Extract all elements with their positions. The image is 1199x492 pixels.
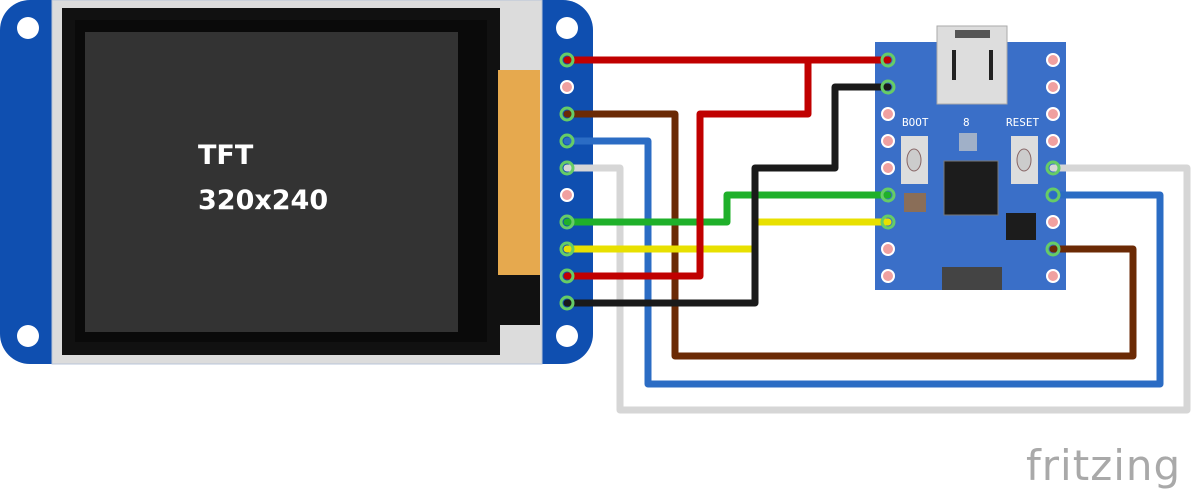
pin[interactable] — [559, 160, 575, 176]
wire-blue[interactable] — [563, 137, 1164, 388]
mounting-hole — [17, 17, 39, 39]
pin[interactable] — [559, 295, 575, 311]
wire-black[interactable] — [563, 83, 892, 307]
tft-flex-cable — [498, 70, 540, 275]
pin[interactable] — [1046, 215, 1060, 229]
pin[interactable] — [559, 268, 575, 284]
pin[interactable] — [560, 188, 574, 202]
tft-resolution-label: 320x240 — [198, 185, 328, 216]
pin[interactable] — [880, 187, 896, 203]
wire-brown[interactable] — [563, 110, 1137, 360]
pin[interactable] — [1045, 241, 1061, 257]
board-pins — [880, 52, 1061, 283]
tft-header-pins — [559, 52, 575, 311]
mounting-hole — [556, 325, 578, 347]
usb-c-connector — [936, 25, 1008, 105]
wire-red-branch[interactable] — [563, 56, 812, 280]
pin[interactable] — [560, 80, 574, 94]
pin[interactable] — [881, 269, 895, 283]
tft-screen — [85, 32, 458, 332]
pin[interactable] — [881, 107, 895, 121]
mounting-hole — [556, 17, 578, 39]
pin[interactable] — [559, 214, 575, 230]
wire-grey[interactable] — [563, 164, 1191, 414]
pin[interactable] — [880, 214, 896, 230]
mcu-chip — [943, 160, 999, 216]
esp32-c3-board: BOOT 8 RESET — [875, 25, 1066, 290]
wire-green[interactable] — [563, 191, 892, 226]
tft-flex-connector — [498, 275, 540, 325]
pin[interactable] — [1046, 80, 1060, 94]
pin[interactable] — [1045, 160, 1061, 176]
led-label: 8 — [963, 116, 970, 129]
pin[interactable] — [1046, 53, 1060, 67]
reset-label: RESET — [1006, 116, 1039, 129]
tft-label: TFT — [198, 140, 254, 171]
regulator-chip — [1006, 213, 1036, 240]
wires — [563, 56, 1191, 414]
pin[interactable] — [559, 52, 575, 68]
wire-yellow[interactable] — [563, 218, 892, 253]
boot-button-cap — [906, 148, 922, 172]
usb-port-opening — [955, 30, 990, 38]
antenna-connector — [942, 267, 1002, 290]
pin[interactable] — [559, 106, 575, 122]
reset-button-cap — [1016, 148, 1032, 172]
pin[interactable] — [1046, 134, 1060, 148]
pin[interactable] — [881, 161, 895, 175]
pin[interactable] — [1045, 187, 1061, 203]
pin[interactable] — [881, 242, 895, 256]
tft-display-module: TFT 320x240 — [0, 0, 593, 365]
rgb-led — [959, 133, 977, 151]
mounting-hole — [17, 325, 39, 347]
pin[interactable] — [880, 52, 896, 68]
pin[interactable] — [1046, 107, 1060, 121]
pin[interactable] — [881, 134, 895, 148]
pin[interactable] — [559, 133, 575, 149]
pin[interactable] — [559, 241, 575, 257]
usb-slot — [989, 50, 993, 80]
fritzing-logo: fritzing — [1026, 441, 1181, 490]
boot-label: BOOT — [902, 116, 929, 129]
usb-slot — [952, 50, 956, 80]
pin[interactable] — [1046, 269, 1060, 283]
pin[interactable] — [880, 79, 896, 95]
crystal — [904, 193, 926, 212]
